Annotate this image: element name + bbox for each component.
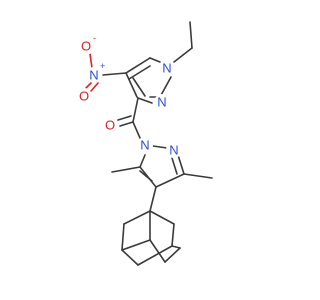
lower-pyrazole-n2-atom: N [166,142,182,158]
lower-pyrazole-n1-symbol: N [140,138,149,153]
lower-pyrazole-n2-symbol: N [169,143,178,158]
upper-pyrazole-n2-symbol: N [157,95,166,110]
nitro-oxygen-bottom-symbol: O [79,89,89,104]
nitro-nitrogen-symbol: N [89,68,98,83]
nitro-oxygen-top-charge: - [93,33,96,43]
upper-pyrazole-n2-atom: N [154,94,170,110]
ethyl-group [173,21,193,63]
upper-ring-double-bond [128,65,151,80]
nitro-oxygen-bottom-atom: O [76,88,92,104]
nitro-nitrogen-atom: N + [86,61,105,83]
molecule-diagram: O - N + O O N N N N [76,21,213,266]
lower-pyrazole-n1-atom: N [137,137,153,153]
carbonyl-oxygen-symbol: O [105,118,115,133]
nitro-nitrogen-charge: + [100,61,105,71]
structure-svg: O - N + O O N N N N [76,21,213,266]
adamantyl-group [121,186,181,266]
upper-pyrazole-n1-atom: N [159,60,175,76]
methyl-groups [111,166,213,179]
nitro-oxygen-top-atom: O - [80,33,96,54]
lower-pyrazole-ring [139,145,185,188]
upper-pyrazole-ring [125,57,172,104]
atom-labels: O - N + O O N N N N [76,33,182,158]
upper-pyrazole-n1-symbol: N [162,61,171,76]
nitro-group [85,53,127,92]
carbonyl-oxygen-atom: O [102,117,118,133]
carbonyl-group [117,97,141,139]
nitro-oxygen-top-symbol: O [81,39,91,54]
